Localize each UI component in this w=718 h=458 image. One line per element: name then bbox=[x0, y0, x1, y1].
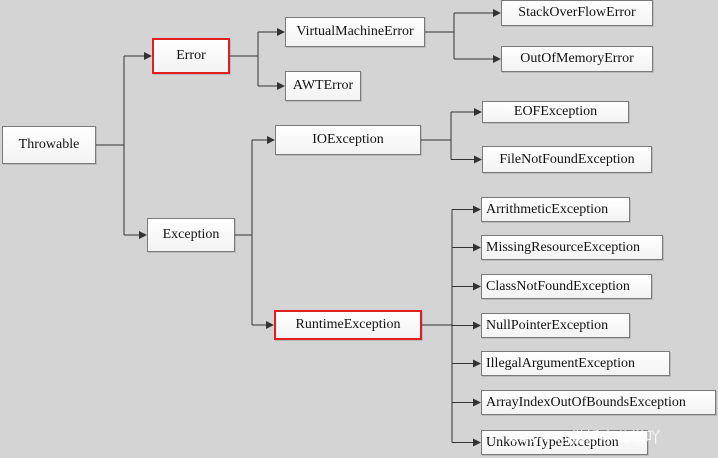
node-eof-exception: EOFException bbox=[482, 101, 629, 123]
node-null-pointer-exception: NullPointerException bbox=[481, 313, 630, 338]
node-arithmetic-exception: ArrithmeticException bbox=[481, 197, 630, 222]
watermark: CSDN @傲娇小公举吖 bbox=[508, 428, 661, 446]
node-unknown-type-exception: UnkownTypeException bbox=[481, 430, 648, 455]
node-io-exception: IOException bbox=[275, 125, 421, 155]
node-error: Error bbox=[152, 38, 230, 74]
node-awt-error: AWTError bbox=[285, 71, 361, 101]
node-virtual-machine-error: VirtualMachineError bbox=[285, 17, 425, 47]
node-file-not-found-exception: FileNotFoundException bbox=[482, 146, 652, 173]
node-array-index-out-of-bounds-exception: ArrayIndexOutOfBoundsException bbox=[481, 390, 716, 415]
node-illegal-argument-exception: IllegalArgumentException bbox=[481, 351, 670, 376]
node-runtime-exception: RuntimeException bbox=[274, 310, 422, 340]
node-missing-resource-exception: MissingResourceException bbox=[481, 235, 663, 260]
node-class-not-found-exception: ClassNotFoundException bbox=[481, 274, 652, 299]
node-throwable: Throwable bbox=[2, 126, 96, 164]
node-stack-overflow-error: StackOverFlowError bbox=[501, 0, 653, 26]
node-exception: Exception bbox=[147, 218, 235, 252]
node-out-of-memory-error: OutOfMemoryError bbox=[501, 46, 653, 72]
